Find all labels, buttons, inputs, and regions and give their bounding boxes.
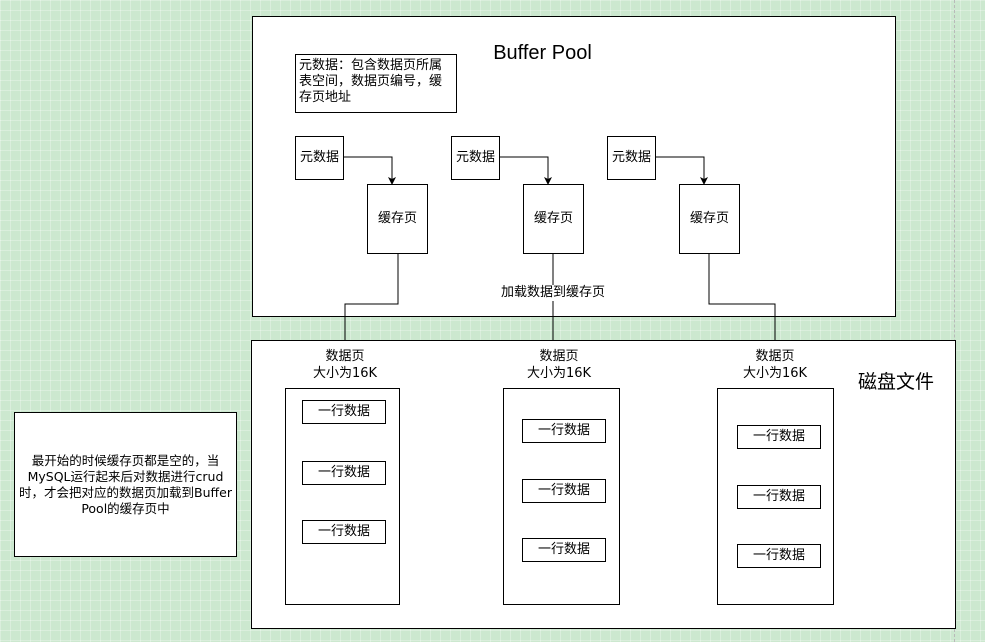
- page-guide-line: [954, 0, 955, 642]
- metadata-box-2: 元数据: [451, 136, 500, 180]
- data-page-title-3: 数据页: [755, 349, 795, 364]
- explanation-note: 最开始的时候缓存页都是空的，当MySQL运行起来后对数据进行crud时，才会把对…: [14, 412, 237, 557]
- cache-page-3: 缓存页: [679, 184, 740, 254]
- cache-page-1: 缓存页: [367, 184, 428, 254]
- data-row-3-1: 一行数据: [737, 425, 821, 449]
- cache-page-2: 缓存页: [523, 184, 584, 254]
- data-row-3-2: 一行数据: [737, 485, 821, 509]
- data-page-title-1: 数据页: [325, 349, 365, 364]
- data-page-size-2: 大小为16K: [526, 366, 592, 381]
- data-row-2-2: 一行数据: [522, 479, 606, 503]
- meta-to-cache-arrow-3: [656, 156, 708, 185]
- data-row-3-3: 一行数据: [737, 544, 821, 568]
- data-page-size-1: 大小为16K: [312, 366, 378, 381]
- load-connector-3: [708, 254, 776, 340]
- data-page-title-2: 数据页: [539, 349, 579, 364]
- data-row-2-1: 一行数据: [522, 419, 606, 443]
- data-row-1-2: 一行数据: [302, 461, 386, 485]
- load-connector-1: [344, 254, 399, 340]
- metadata-description-note: 元数据：包含数据页所属表空间，数据页编号，缓存页地址: [295, 54, 457, 113]
- data-row-2-3: 一行数据: [522, 538, 606, 562]
- metadata-box-3: 元数据: [607, 136, 656, 180]
- data-row-1-3: 一行数据: [302, 520, 386, 544]
- meta-to-cache-arrow-1: [344, 156, 396, 185]
- load-data-label: 加载数据到缓存页: [488, 285, 618, 301]
- disk-file-title: 磁盘文件: [857, 371, 934, 393]
- data-page-size-3: 大小为16K: [742, 366, 808, 381]
- data-page-1: [285, 388, 400, 605]
- buffer-pool-title: Buffer Pool: [493, 42, 592, 64]
- data-row-1-1: 一行数据: [302, 400, 386, 424]
- meta-to-cache-arrow-2: [500, 156, 552, 185]
- metadata-box-1: 元数据: [295, 136, 344, 180]
